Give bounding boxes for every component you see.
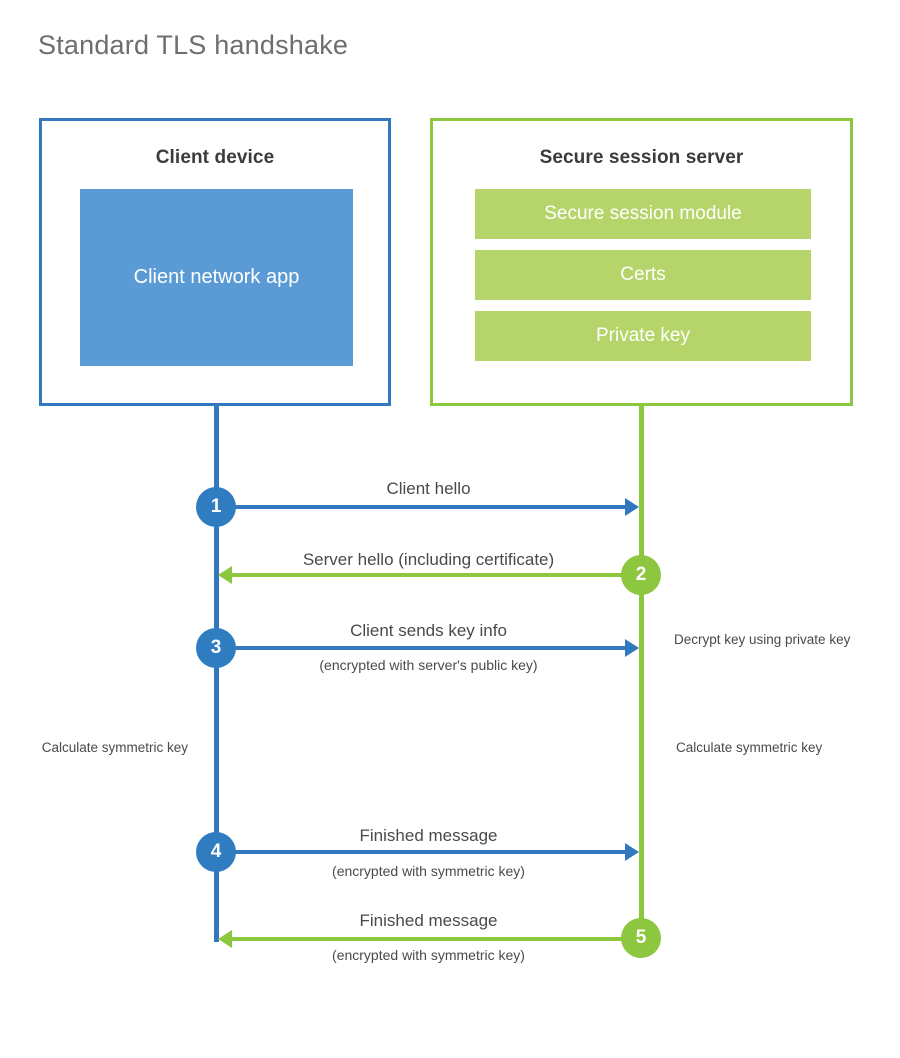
step-5-arrow-head-icon <box>218 930 232 948</box>
step-4-message-label: Finished message <box>359 826 498 845</box>
step-4-arrow-line <box>216 850 626 854</box>
step-3-number-badge: 3 <box>196 628 236 668</box>
step-1-arrow-head-icon <box>625 498 639 516</box>
step-2-arrow-line <box>232 573 641 577</box>
client-network-app-block: Client network app <box>80 189 353 366</box>
server-components-list: Secure session module Certs Private key <box>475 189 811 361</box>
step-4-message-sublabel: (encrypted with symmetric key) <box>332 863 525 879</box>
client-device-title: Client device <box>155 147 275 168</box>
secure-session-server-box: Secure session server Secure session mod… <box>430 118 853 406</box>
step-2-number-badge: 2 <box>621 555 661 595</box>
server-component-private-key: Private key <box>475 311 811 361</box>
step-5-arrow-line <box>232 937 641 941</box>
step-5-message-label: Finished message <box>359 911 498 930</box>
annotation-client-calculate-symmetric-key: Calculate symmetric key <box>41 740 188 755</box>
server-component-certs: Certs <box>475 250 811 300</box>
step-5-message-sublabel: (encrypted with symmetric key) <box>332 947 525 963</box>
step-5-number-badge: 5 <box>621 918 661 958</box>
step-1-number-badge: 1 <box>196 487 236 527</box>
step-2-arrow-head-icon <box>218 566 232 584</box>
step-3-arrow-head-icon <box>625 639 639 657</box>
annotation-server-calculate-symmetric-key: Calculate symmetric key <box>676 740 823 755</box>
annotation-decrypt-key: Decrypt key using private key <box>674 632 851 647</box>
step-3-message-label: Client sends key info <box>350 621 507 640</box>
server-lifeline <box>639 406 644 938</box>
step-1-message-label: Client hello <box>386 479 471 498</box>
step-3-message-sublabel: (encrypted with server's public key) <box>319 657 538 673</box>
step-2-message-label: Server hello (including certificate) <box>302 550 555 569</box>
step-1-arrow-line <box>216 505 626 509</box>
page-title: Standard TLS handshake <box>38 30 349 60</box>
client-lifeline <box>214 406 219 942</box>
step-4-arrow-head-icon <box>625 843 639 861</box>
step-4-number-badge: 4 <box>196 832 236 872</box>
secure-session-server-title: Secure session server <box>539 147 744 168</box>
client-device-box: Client device Client network app <box>39 118 391 406</box>
step-3-arrow-line <box>216 646 626 650</box>
server-component-secure-session-module: Secure session module <box>475 189 811 239</box>
